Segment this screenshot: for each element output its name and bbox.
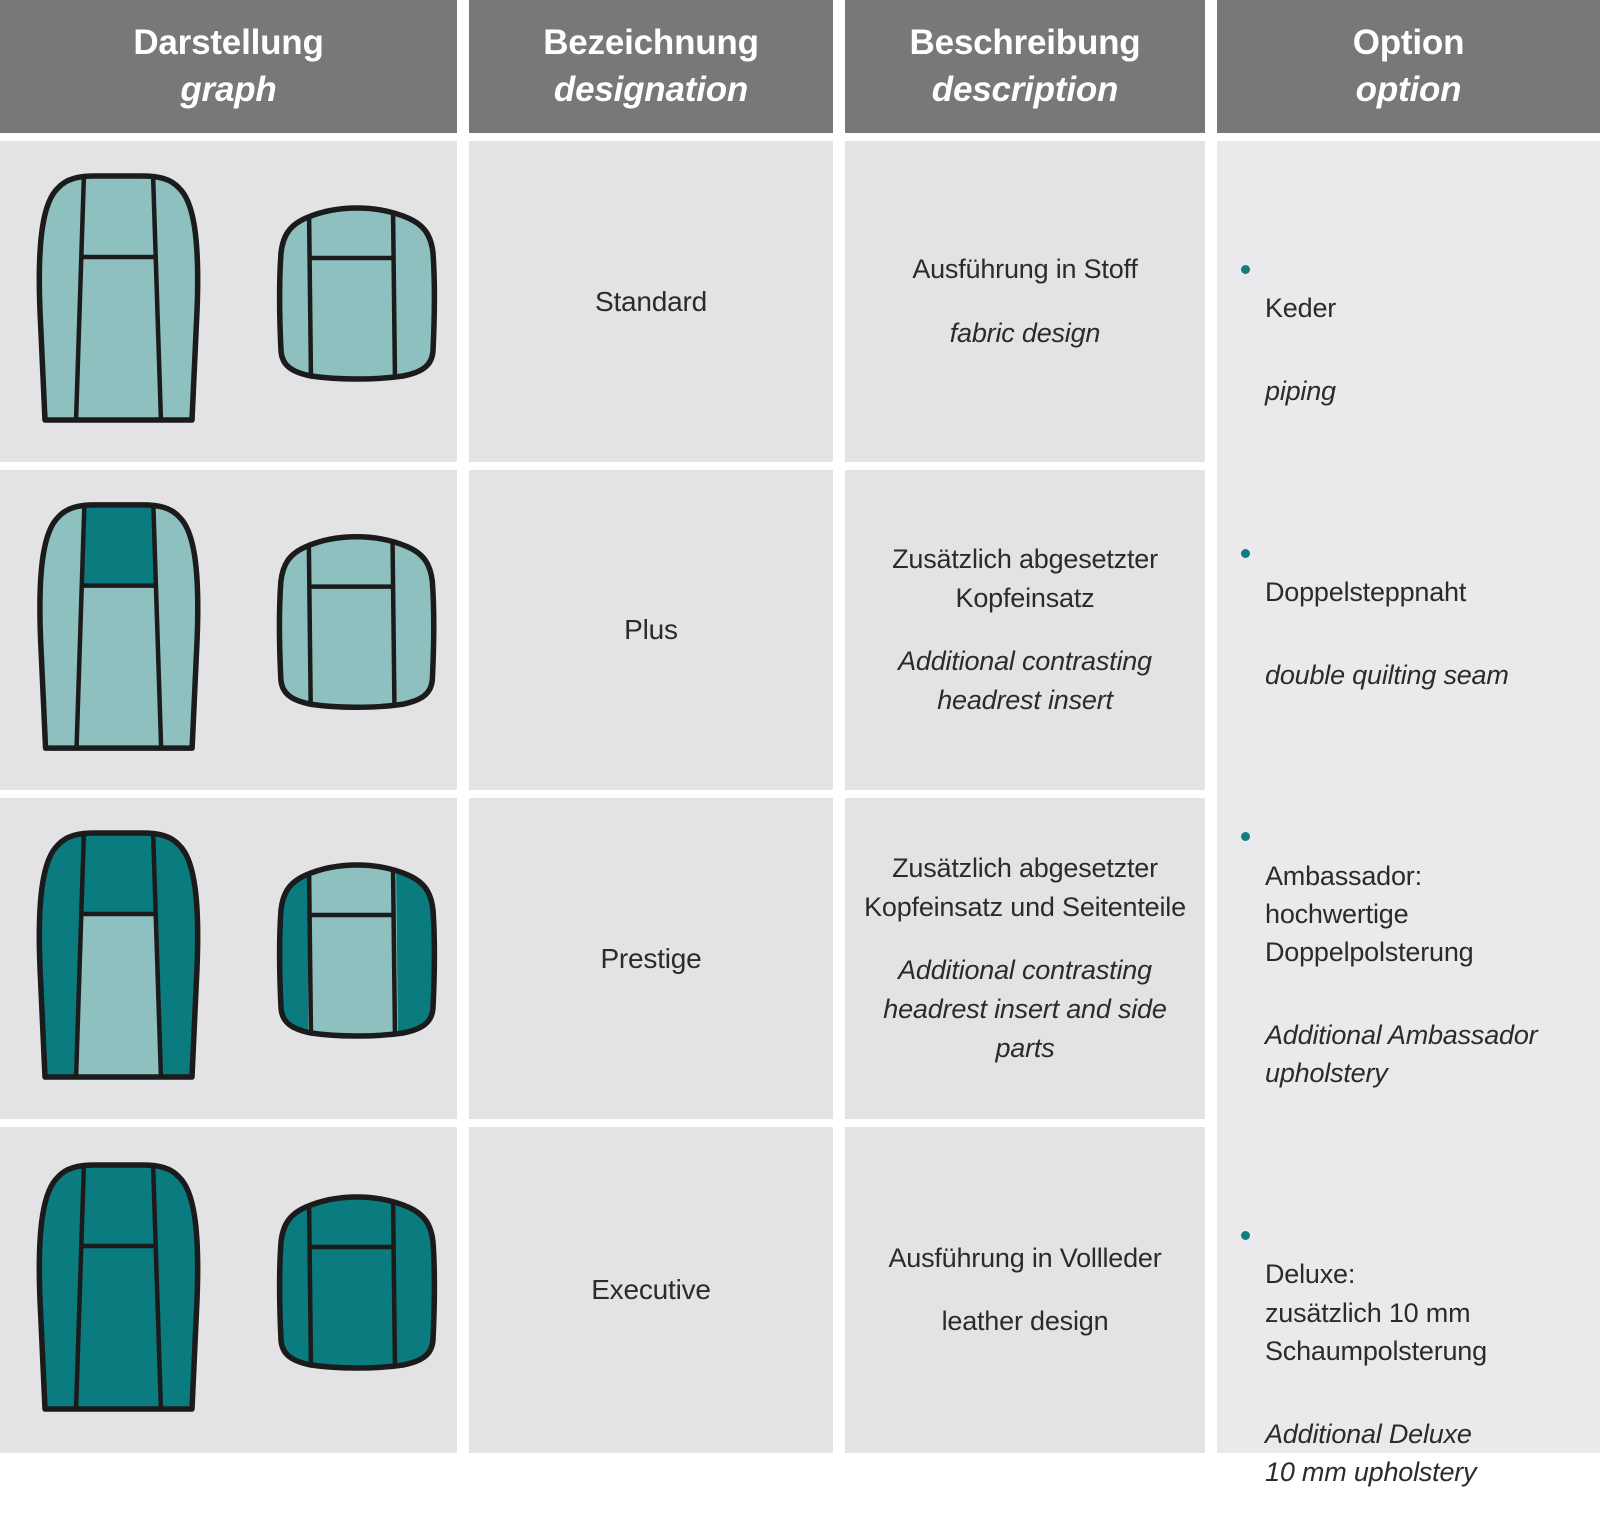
description-executive-de: Ausführung in Vollleder: [888, 1242, 1162, 1273]
bullet-icon: [1241, 548, 1250, 558]
designation-plus: Plus: [469, 470, 833, 790]
seat-diagram-plus: [37, 502, 437, 751]
option-keder-de: Keder: [1265, 293, 1337, 324]
header-graph: Darstellung graph: [0, 0, 457, 133]
description-standard: Ausführung in Stoff fabric design: [845, 141, 1205, 462]
description-prestige-de: Zusätzlich abgesetzter Kopfeinsatz und S…: [864, 852, 1186, 922]
description-executive-en: leather design: [941, 1306, 1109, 1336]
description-prestige-en: Additional contrasting headrest insert a…: [883, 954, 1167, 1064]
seat-graphic-cell-plus: [0, 470, 457, 790]
description-standard-de: Ausführung in Stoff: [912, 254, 1138, 285]
seat-graphic-cell-executive: [0, 1127, 457, 1453]
header-description: Beschreibung description: [845, 0, 1205, 133]
header-description-en: description: [931, 69, 1119, 109]
header-designation-en: designation: [553, 69, 749, 109]
seat-graphic-cell-prestige: [0, 798, 457, 1119]
option-doppelsteppnaht-en: double quilting seam: [1265, 659, 1509, 690]
designation-executive: Executive: [469, 1127, 833, 1453]
description-plus-en: Additional contrasting headrest insert: [898, 646, 1152, 716]
description-executive: Ausführung in Vollleder leather design: [845, 1127, 1205, 1453]
header-designation: Bezeichnung designation: [469, 0, 833, 133]
description-plus-de: Zusätzlich abgesetzter Kopfeinsatz: [892, 543, 1158, 613]
option-keder-en: piping: [1265, 375, 1336, 406]
description-prestige: Zusätzlich abgesetzter Kopfeinsatz und S…: [845, 798, 1205, 1119]
header-graph-en: graph: [180, 69, 277, 109]
seat-graphic-cell-standard: [0, 141, 457, 462]
option-item-doppelsteppnaht: Doppelsteppnaht double quilting seam: [1239, 535, 1574, 733]
seat-diagram-prestige: [36, 830, 438, 1080]
bullet-icon: [1241, 265, 1250, 274]
header-description-de: Beschreibung: [909, 23, 1141, 63]
option-column: Keder piping Doppelsteppnaht double quil…: [1217, 141, 1600, 1487]
option-ambassador-en: Additional Ambassador upholstery: [1265, 1019, 1538, 1089]
seat-diagram-executive: [36, 1161, 438, 1412]
designation-standard: Standard: [469, 141, 833, 462]
header-option: Option option: [1217, 0, 1600, 133]
option-item-keder: Keder piping: [1239, 251, 1574, 449]
description-plus: Zusätzlich abgesetzter Kopfeinsatz Addit…: [845, 470, 1205, 790]
bullet-icon: [1241, 832, 1250, 842]
option-doppelsteppnaht-de: Doppelsteppnaht: [1265, 576, 1467, 607]
header-option-en: option: [1355, 69, 1462, 109]
header-designation-de: Bezeichnung: [543, 23, 759, 63]
header-graph-de: Darstellung: [133, 23, 324, 63]
bullet-icon: [1241, 1230, 1250, 1240]
option-item-deluxe: Deluxe: zusätzlich 10 mm Schaumpolsterun…: [1239, 1217, 1574, 1530]
option-ambassador-de: Ambassador: hochwertige Doppelpolsterung: [1265, 860, 1474, 968]
option-item-ambassador: Ambassador: hochwertige Doppelpolsterung…: [1239, 818, 1574, 1131]
seat-diagram-standard: [36, 173, 438, 423]
seat-variant-table: Darstellung graph Bezeichnung designatio…: [0, 0, 1600, 1487]
description-standard-en: fabric design: [949, 317, 1101, 348]
designation-prestige: Prestige: [469, 798, 833, 1119]
header-option-de: Option: [1352, 23, 1465, 63]
option-deluxe-de: Deluxe: zusätzlich 10 mm Schaumpolsterun…: [1265, 1259, 1487, 1366]
